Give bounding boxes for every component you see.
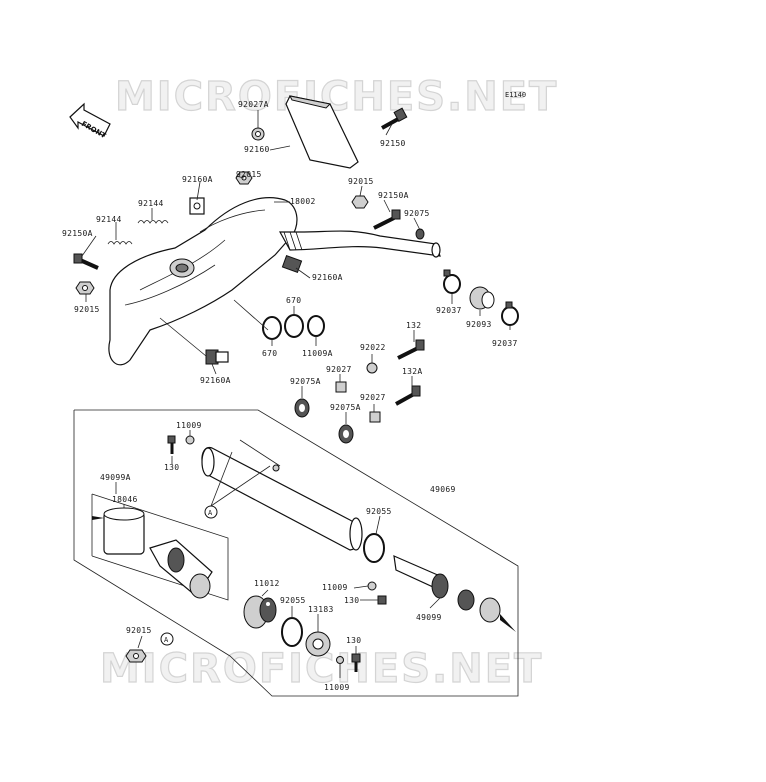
- packing-18046: [103, 507, 145, 555]
- label-49069: 49069: [430, 485, 456, 494]
- label-670-top: 670: [286, 296, 301, 305]
- label-92150-top: 92150: [380, 139, 406, 148]
- leader-lines: [81, 110, 511, 678]
- label-92015-left: 92015: [74, 305, 100, 314]
- reference-code: E1140: [505, 91, 526, 99]
- label-92150A-left: 92150A: [62, 229, 93, 238]
- label-92093: 92093: [466, 320, 492, 329]
- label-92075A-a: 92075A: [290, 377, 321, 386]
- washer-11009-mid: [367, 581, 377, 591]
- callout-a-bottom: A: [160, 632, 174, 646]
- washer-92022: [366, 362, 378, 374]
- label-92015-top: 92015: [236, 170, 262, 179]
- label-92037-a: 92037: [436, 306, 462, 315]
- label-130-mid: 130: [344, 596, 359, 605]
- watermark-top: MICROFICHES.NET: [115, 74, 558, 120]
- label-92015-bottomleft: 92015: [126, 626, 152, 635]
- svg-text:A: A: [164, 636, 169, 644]
- label-18046: 18046: [112, 495, 138, 504]
- collar-92027-b: [369, 411, 381, 423]
- washer-92027A: [251, 127, 265, 141]
- bolt-132: [397, 339, 425, 360]
- grommet-92075: [415, 228, 425, 240]
- label-670-bottom: 670: [262, 349, 277, 358]
- clamp-92037-b: [501, 301, 519, 326]
- spring-92144-a: [137, 220, 169, 224]
- gasket-92055-bottom: [281, 617, 303, 647]
- label-92037-b: 92037: [492, 339, 518, 348]
- label-92160A-bottom: 92160A: [200, 376, 231, 385]
- label-11012: 11012: [254, 579, 280, 588]
- end-cap-11012: [243, 595, 277, 629]
- bolt-132A: [395, 385, 421, 406]
- label-132: 132: [406, 321, 421, 330]
- silencer-body-49069: [201, 439, 363, 551]
- bolt-92150: [381, 107, 408, 130]
- label-92144-b: 92144: [96, 215, 122, 224]
- label-11009-topleft: 11009: [176, 421, 202, 430]
- bracket-92160A-bottom: [205, 349, 229, 365]
- label-92144-a: 92144: [138, 199, 164, 208]
- callout-a-mid: A: [204, 505, 218, 519]
- bolt-130-mid: [377, 595, 387, 605]
- cover-plate-92160: [285, 95, 359, 169]
- nut-92015-right: [351, 195, 369, 209]
- label-92027-b: 92027: [360, 393, 386, 402]
- label-11009-bottom: 11009: [324, 683, 350, 692]
- label-92075: 92075: [404, 209, 430, 218]
- grommet-92075A-a: [294, 398, 310, 418]
- tailpipe-49099: [393, 555, 516, 632]
- label-92150A-right: 92150A: [378, 191, 409, 200]
- label-92160A-mid: 92160A: [312, 273, 343, 282]
- nut-92015-bottomleft: [125, 649, 147, 663]
- bolt-92150A-right: [373, 209, 401, 230]
- label-92027-a: 92027: [326, 365, 352, 374]
- label-92055-right: 92055: [366, 507, 392, 516]
- pointer-arrow-icon: [92, 516, 104, 520]
- nut-92015-left: [75, 281, 95, 295]
- joint-92093: [469, 286, 495, 310]
- collar-92027-a: [335, 381, 347, 393]
- gasket-11009A: [307, 315, 325, 337]
- part-labels: 92027A 92160 92150 92160A 92015 18002 92…: [62, 100, 518, 692]
- label-11009A: 11009A: [302, 349, 333, 358]
- label-92160-top: 92160: [244, 145, 270, 154]
- label-130-bottom: 130: [346, 636, 361, 645]
- clamp-92037-a: [443, 269, 461, 294]
- label-92022: 92022: [360, 343, 386, 352]
- washer-11009-bottom: [336, 656, 344, 664]
- svg-text:A: A: [208, 509, 213, 517]
- expansion-chamber-18002: [108, 197, 441, 366]
- plate-13183: [305, 631, 331, 657]
- label-92075A-b: 92075A: [330, 403, 361, 412]
- label-49099A: 49099A: [100, 473, 131, 482]
- label-11009-mid: 11009: [322, 583, 348, 592]
- bolt-130-topleft: [167, 435, 176, 454]
- gasket-670-b: [284, 314, 304, 338]
- bolt-92150A-left: [73, 253, 99, 270]
- label-92055-bottom: 92055: [280, 596, 306, 605]
- label-92160A-top: 92160A: [182, 175, 213, 184]
- spring-92144-b: [107, 241, 133, 245]
- bracket-92160A-top: [189, 197, 205, 215]
- gasket-92055-right: [363, 533, 385, 563]
- label-132A: 132A: [402, 367, 422, 376]
- front-arrow-icon: FRONT: [69, 102, 111, 140]
- label-13183: 13183: [308, 605, 334, 614]
- label-49099: 49099: [416, 613, 442, 622]
- label-92027A: 92027A: [238, 100, 269, 109]
- grommet-92075A-b: [338, 424, 354, 444]
- label-92015-right: 92015: [348, 177, 374, 186]
- inner-pipe-49099A: [149, 539, 213, 599]
- label-130-topleft: 130: [164, 463, 179, 472]
- label-18002: 18002: [290, 197, 316, 206]
- washer-11009-topleft: [185, 435, 195, 445]
